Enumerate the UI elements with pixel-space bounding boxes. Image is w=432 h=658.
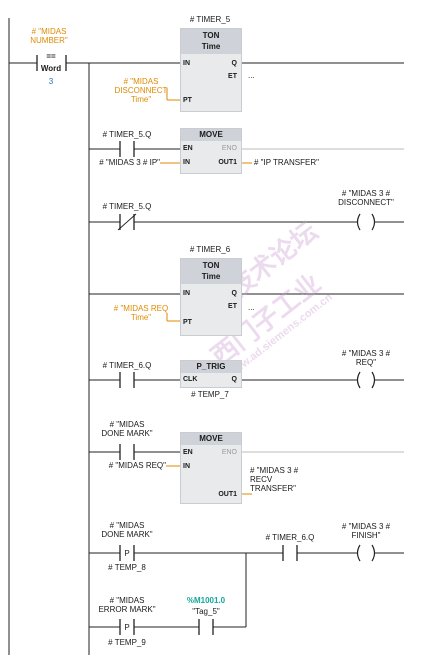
coil-req-label[interactable]: # "MIDAS 3 # REQ": [341, 349, 391, 367]
compare-contact[interactable]: [36, 55, 67, 71]
timer5-pt-tag[interactable]: # "MIDAS DISCONNECT Time": [114, 77, 168, 104]
move1-out-tag[interactable]: # "IP TRANSFER": [254, 158, 319, 167]
move2-out-tag[interactable]: # "MIDAS 3 # RECV TRANSFER": [250, 466, 299, 493]
m1001-tag[interactable]: "Tag_5": [192, 607, 220, 616]
move1-in-tag[interactable]: # "MIDAS 3 # IP": [99, 158, 160, 167]
ptrig-pin-q: Q: [231, 376, 237, 383]
ptrig-block[interactable]: P_TRIG CLK Q: [180, 360, 242, 388]
timer6-block[interactable]: TON Time IN Q ET PT: [180, 258, 242, 336]
coil-req[interactable]: [356, 371, 376, 389]
contact-p-error-mem[interactable]: # TEMP_9: [108, 638, 146, 647]
ptrig-mem[interactable]: # TEMP_7: [191, 390, 229, 399]
timer6-instance[interactable]: # TIMER_6: [189, 245, 231, 254]
contact-timer5-q[interactable]: [119, 141, 135, 157]
timer6-pin-in: IN: [183, 290, 190, 297]
compare-operator: ==: [46, 52, 56, 61]
contact-m1001[interactable]: [198, 619, 214, 635]
compare-type: Word: [40, 64, 62, 73]
p-contact-marker: P: [124, 549, 129, 558]
move2-title: MOVE: [181, 433, 241, 445]
contact-p-done-label[interactable]: # "MIDAS DONE MARK": [101, 521, 153, 539]
tag-midas-number[interactable]: # "MIDAS NUMBER": [30, 27, 68, 45]
timer6-pt-tag[interactable]: # "MIDAS REQ Time": [113, 304, 169, 322]
contact-p-done[interactable]: [119, 545, 135, 561]
timer5-instance[interactable]: # TIMER_5: [189, 15, 231, 24]
contact-p-done-mem[interactable]: # TEMP_8: [108, 563, 146, 572]
contact-p-error[interactable]: [119, 619, 135, 635]
m1001-address[interactable]: %M1001.0: [186, 596, 226, 605]
move2-pin-en: EN: [183, 449, 193, 456]
timer5-et-value: ...: [248, 71, 255, 80]
move1-pin-out: OUT1: [218, 159, 237, 166]
ptrig-pin-clk: CLK: [183, 376, 198, 383]
timer5-pin-in: IN: [183, 60, 190, 67]
coil-finish[interactable]: [356, 544, 376, 562]
timer5-pin-et: ET: [228, 73, 237, 80]
contact-timer6-q-2-label[interactable]: # TIMER_6.Q: [265, 533, 315, 542]
contact-timer6-q-label[interactable]: # TIMER_6.Q: [102, 361, 152, 370]
timer5-type: TON: [202, 31, 220, 40]
compare-value[interactable]: 3: [48, 77, 54, 86]
move2-pin-in: IN: [183, 463, 190, 470]
contact-timer6-q[interactable]: [119, 372, 135, 388]
timer5-pin-q: Q: [231, 60, 237, 67]
timer6-pin-pt: PT: [183, 319, 192, 326]
move2-pin-out: OUT1: [218, 491, 237, 498]
move2-block[interactable]: MOVE EN ENO IN OUT1: [180, 432, 242, 504]
move1-pin-en: EN: [183, 145, 193, 152]
contact-timer6-q-2[interactable]: [282, 545, 298, 561]
timer6-type: TON: [202, 261, 220, 270]
move1-block[interactable]: MOVE EN ENO IN OUT1: [180, 128, 242, 174]
contact-p-error-label[interactable]: # "MIDAS ERROR MARK": [98, 596, 156, 614]
move1-title: MOVE: [181, 129, 241, 141]
move1-pin-eno: ENO: [221, 145, 237, 152]
timer5-pin-pt: PT: [183, 97, 192, 104]
timer6-pin-et: ET: [228, 303, 237, 310]
timer6-et-value: ...: [248, 303, 255, 312]
timer6-pin-q: Q: [231, 290, 237, 297]
timer5-sub: Time: [201, 42, 221, 51]
coil-finish-label[interactable]: # "MIDAS 3 # FINISH": [341, 522, 391, 540]
move2-in-tag[interactable]: # "MIDAS REQ": [108, 461, 166, 470]
contact-timer5-q-label[interactable]: # TIMER_5.Q: [102, 130, 152, 139]
p-contact-marker: P: [124, 623, 129, 632]
move1-pin-in: IN: [183, 159, 190, 166]
contact-done-mark-label[interactable]: # "MIDAS DONE MARK": [101, 420, 153, 438]
timer5-block[interactable]: TON Time IN Q ET PT: [180, 28, 242, 112]
timer6-sub: Time: [201, 272, 221, 281]
coil-disconnect[interactable]: [356, 213, 376, 231]
ptrig-title: P_TRIG: [181, 361, 241, 373]
contact-done-mark[interactable]: [119, 444, 135, 460]
contact-timer5-q-nc-label[interactable]: # TIMER_5.Q: [102, 202, 152, 211]
coil-disconnect-label[interactable]: # "MIDAS 3 # DISCONNECT": [338, 189, 394, 207]
contact-timer5-q-nc[interactable]: [117, 213, 137, 231]
move2-pin-eno: ENO: [221, 449, 237, 456]
